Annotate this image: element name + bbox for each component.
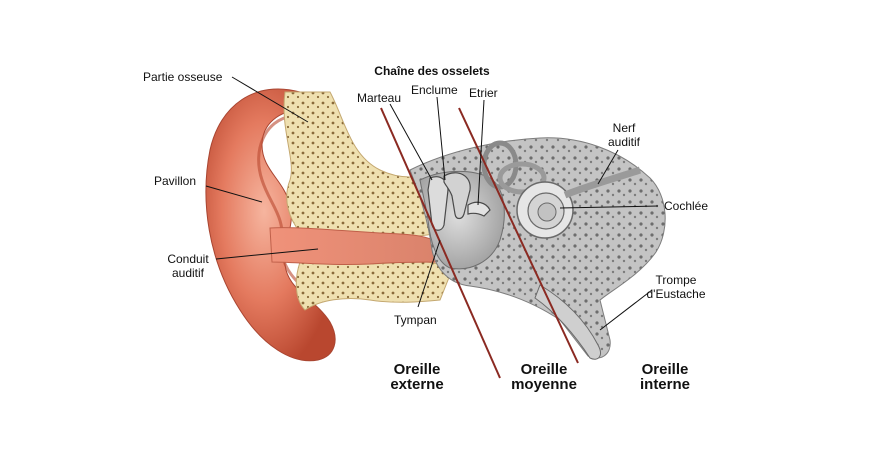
label-etrier: Etrier [469, 86, 498, 100]
region-moyenne-line2: moyenne [494, 377, 594, 392]
region-externe-line2: externe [372, 377, 462, 392]
label-nerf-line1: Nerf [596, 121, 652, 135]
label-cochlee: Cochlée [664, 199, 708, 213]
label-trompe-eustache: Trompe d'Eustache [636, 273, 716, 301]
temporal-bone-lower [296, 261, 452, 310]
label-conduit-auditif: Conduit auditif [160, 252, 216, 280]
label-trompe-line2: d'Eustache [636, 287, 716, 301]
region-oreille-externe: Oreille externe [372, 362, 462, 392]
label-marteau: Marteau [357, 91, 401, 105]
region-oreille-moyenne: Oreille moyenne [494, 362, 594, 392]
label-conduit-line1: Conduit [160, 252, 216, 266]
region-interne-line2: interne [620, 377, 710, 392]
label-trompe-line1: Trompe [636, 273, 716, 287]
region-moyenne-line1: Oreille [494, 362, 594, 377]
region-oreille-interne: Oreille interne [620, 362, 710, 392]
label-partie-osseuse: Partie osseuse [143, 70, 222, 84]
diagram-title: Chaîne des osselets [352, 64, 512, 78]
label-enclume: Enclume [411, 83, 458, 97]
cochlea-inner [538, 203, 556, 221]
label-pavillon: Pavillon [154, 174, 196, 188]
label-nerf-auditif: Nerf auditif [596, 121, 652, 149]
label-tympan: Tympan [394, 313, 437, 327]
label-conduit-line2: auditif [160, 266, 216, 280]
region-externe-line1: Oreille [372, 362, 462, 377]
region-interne-line1: Oreille [620, 362, 710, 377]
label-nerf-line2: auditif [596, 135, 652, 149]
